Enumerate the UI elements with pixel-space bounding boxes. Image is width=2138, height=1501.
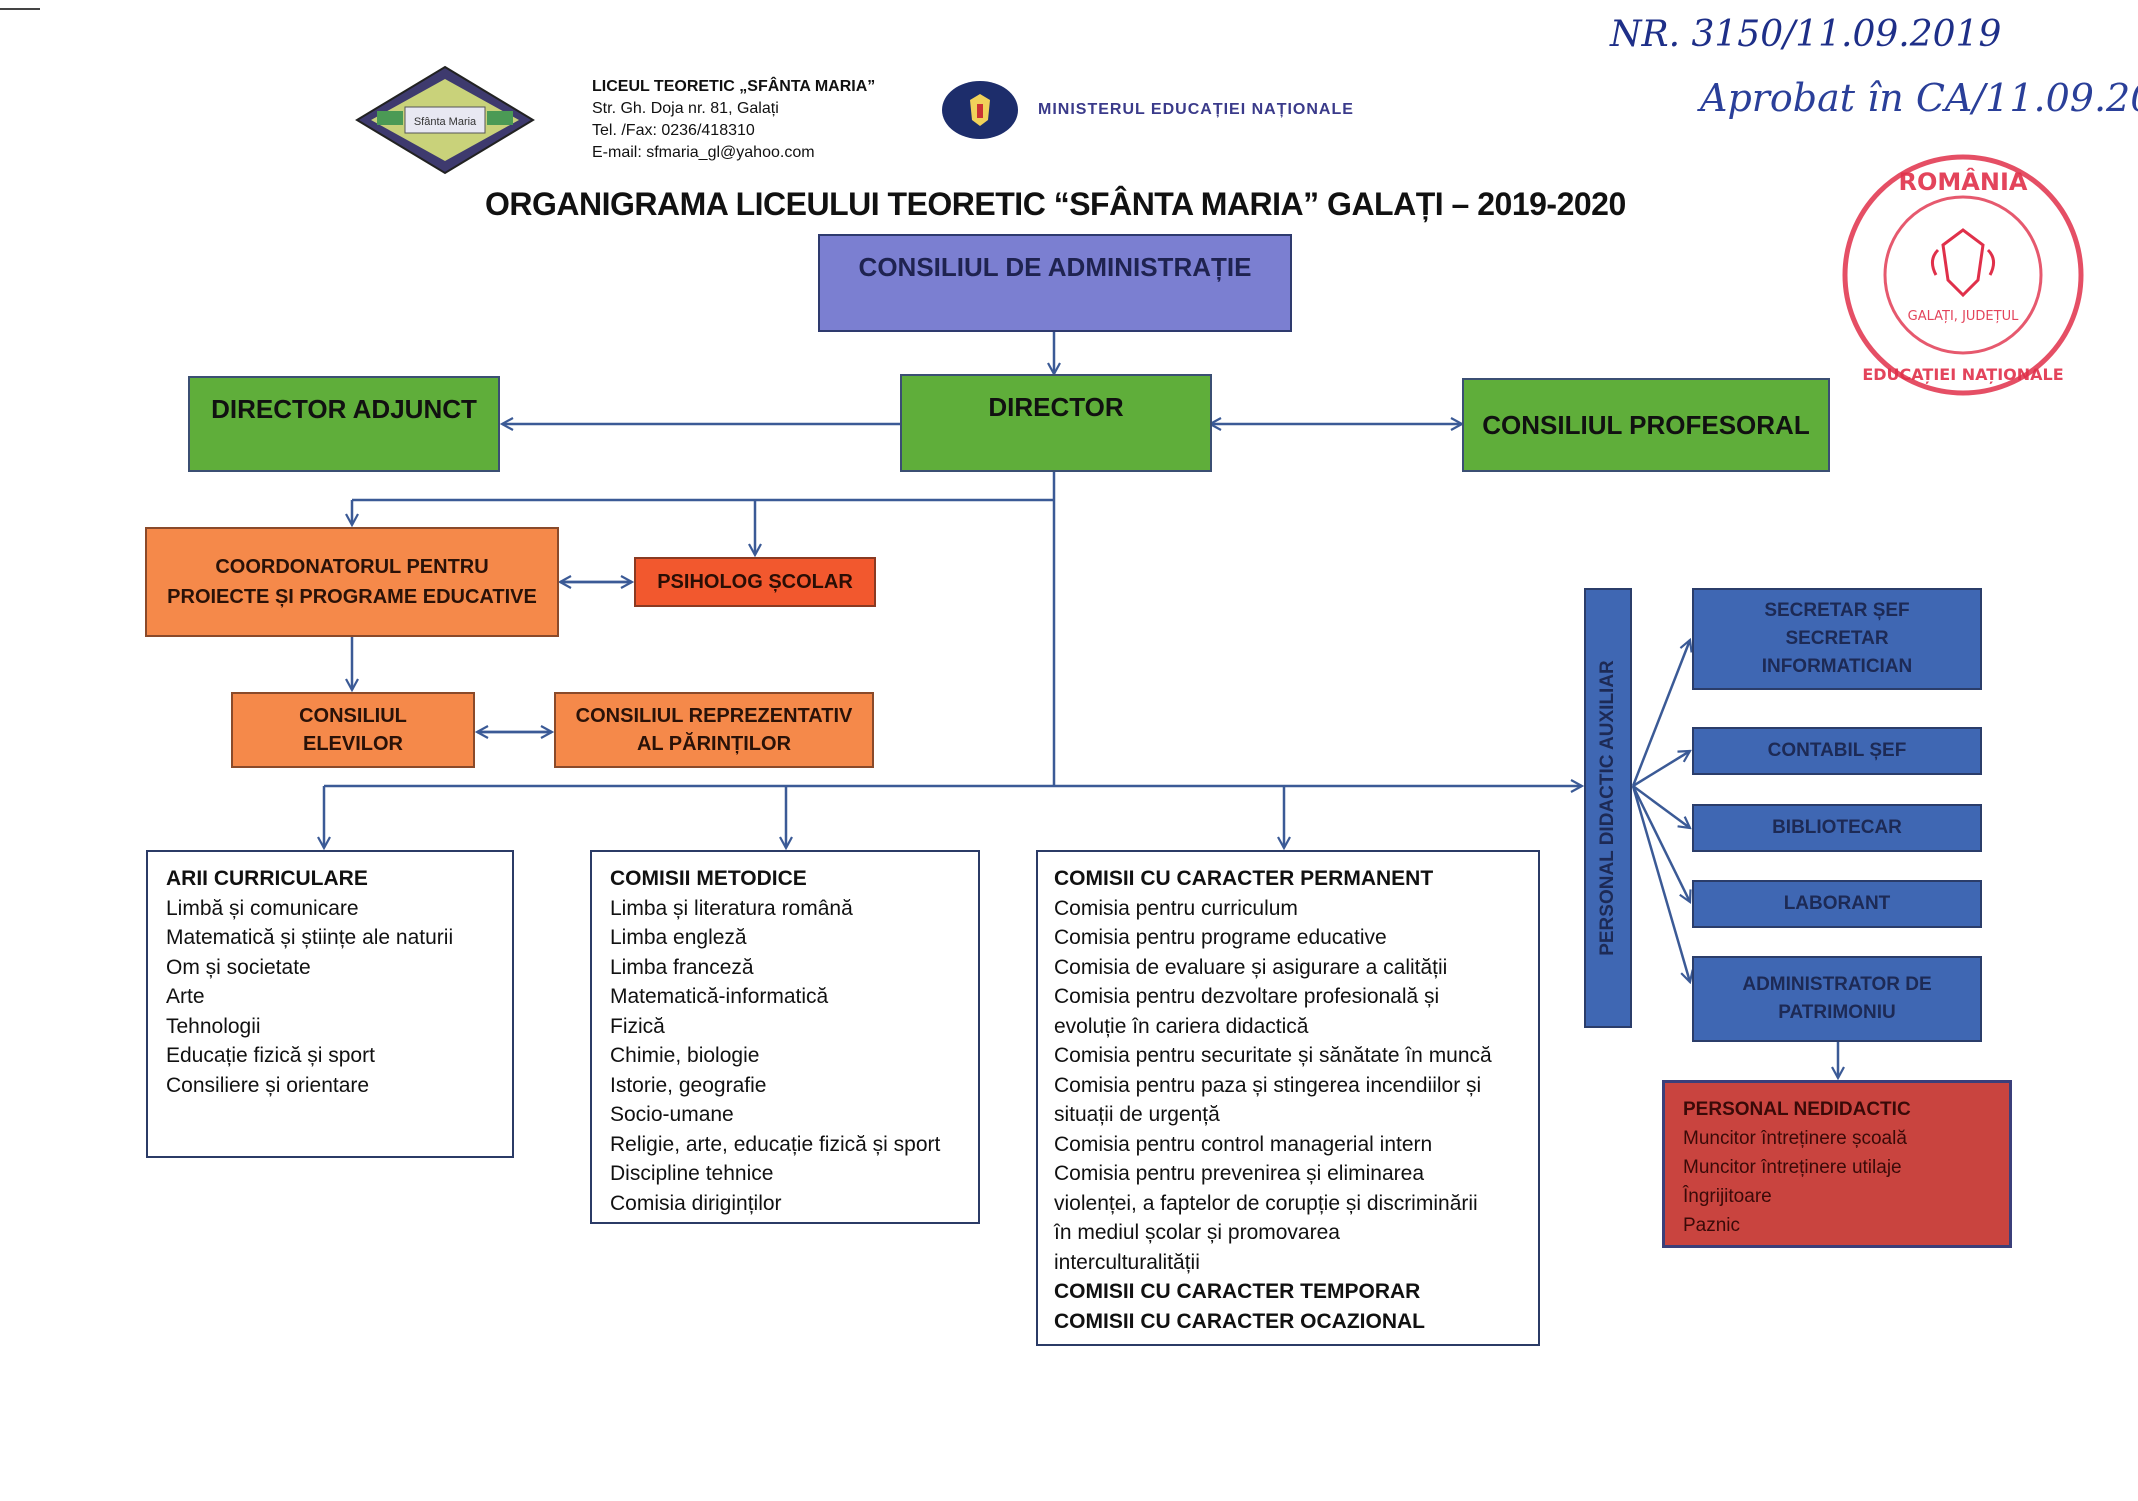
panel-comisii-permanente: COMISII CU CARACTER PERMANENT Comisia pe…	[1036, 850, 1540, 1346]
node-laborant: LABORANT	[1692, 880, 1982, 928]
list-item: situații de urgență	[1054, 1103, 1220, 1126]
registration-number: NR. 3150/11.09.2019	[1610, 14, 2002, 55]
node-label-line1: CONSILIUL REPREZENTATIV	[575, 705, 853, 727]
list-item: în mediul școlar și promovarea	[1054, 1221, 1340, 1244]
list-item: Limba engleză	[610, 926, 747, 949]
node-label-line1: SECRETAR ȘEF	[1764, 600, 1910, 621]
school-email: E-mail: sfmaria_gl@yahoo.com	[592, 144, 815, 161]
list-item: evoluție în cariera didactică	[1054, 1014, 1309, 1038]
list-item: Muncitor întreținere utilaje	[1683, 1157, 1902, 1178]
list-item: Limba franceză	[610, 955, 754, 979]
node-administrator: ADMINISTRATOR DE PATRIMONIU	[1692, 956, 1982, 1042]
list-heading: PERSONAL NEDIDACTIC	[1683, 1099, 1911, 1120]
list-item: Matematică-informatică	[610, 985, 829, 1008]
school-info: LICEUL TEORETIC „SFÂNTA MARIA” Str. Gh. …	[592, 76, 875, 164]
node-label-line2: SECRETAR	[1785, 628, 1889, 649]
node-label: CONTABIL ȘEF	[1767, 740, 1907, 761]
node-label-line1: COORDONATORUL PENTRU	[215, 556, 489, 578]
list-heading: COMISII CU CARACTER PERMANENT	[1054, 867, 1434, 890]
node-label-line1: ADMINISTRATOR DE	[1742, 974, 1932, 995]
list-item: Comisia pentru programe educative	[1054, 926, 1387, 949]
node-label: CONSILIUL PROFESORAL	[1482, 409, 1810, 440]
school-logo: Sfânta Maria	[355, 65, 535, 175]
list-item: Tehnologii	[166, 1014, 261, 1038]
list-item: Discipline tehnice	[610, 1162, 774, 1185]
school-name: LICEUL TEORETIC „SFÂNTA MARIA”	[592, 78, 876, 95]
list-footer: COMISII CU CARACTER TEMPORAR	[1054, 1280, 1421, 1303]
list-item: Consiliere și orientare	[166, 1073, 370, 1097]
list-item: Limba și literatura română	[610, 896, 853, 920]
school-phone: Tel. /Fax: 0236/418310	[592, 122, 755, 139]
node-personal-nedidactic: PERSONAL NEDIDACTIC Muncitor întreținere…	[1662, 1080, 2012, 1248]
node-director: DIRECTOR	[900, 374, 1212, 472]
list-heading: COMISII METODICE	[610, 867, 807, 890]
node-label-line2: AL PĂRINȚILOR	[636, 733, 792, 755]
list-item: Fizică	[610, 1014, 665, 1038]
node-label: BIBLIOTECAR	[1772, 817, 1902, 838]
list-item: Comisia pentru control managerial intern	[1054, 1132, 1433, 1156]
node-consiliul-administratie: CONSILIUL DE ADMINISTRAȚIE	[818, 234, 1292, 332]
panel-comisii-metodice: COMISII METODICE Limba și literatura rom…	[590, 850, 980, 1224]
node-director-adjunct: DIRECTOR ADJUNCT	[188, 376, 500, 472]
node-label-line2: PATRIMONIU	[1778, 1002, 1896, 1023]
svg-text:EDUCAȚIEI NAȚIONALE: EDUCAȚIEI NAȚIONALE	[1862, 365, 2063, 384]
node-consiliul-elevilor: CONSILIUL ELEVILOR	[231, 692, 475, 768]
corner-mark	[0, 8, 40, 10]
list-item: Comisia pentru prevenirea și eliminarea	[1054, 1162, 1425, 1185]
node-label: DIRECTOR	[988, 392, 1124, 422]
ministry-emblem-icon	[940, 80, 1020, 140]
list-item: Îngrijitoare	[1683, 1186, 1772, 1207]
list-item: Om și societate	[166, 955, 311, 979]
list-item: Comisia pentru dezvoltare profesională ș…	[1054, 985, 1440, 1008]
node-personal-auxiliar: PERSONAL DIDACTIC AUXILIAR	[1584, 588, 1632, 1028]
list-item: Paznic	[1683, 1215, 1741, 1236]
node-label-line2: PROIECTE ȘI PROGRAME EDUCATIVE	[167, 586, 537, 608]
list-item: Socio-umane	[610, 1103, 734, 1126]
node-consiliul-parintilor: CONSILIUL REPREZENTATIV AL PĂRINȚILOR	[554, 692, 874, 768]
list-item: Comisia de evaluare și asigurare a calit…	[1054, 955, 1448, 979]
node-secretar: SECRETAR ȘEF SECRETAR INFORMATICIAN	[1692, 588, 1982, 690]
node-bibliotecar: BIBLIOTECAR	[1692, 804, 1982, 852]
svg-text:GALAȚI, JUDEȚUL: GALAȚI, JUDEȚUL	[1908, 309, 2019, 324]
node-label: PERSONAL DIDACTIC AUXILIAR	[1597, 660, 1619, 956]
node-contabil: CONTABIL ȘEF	[1692, 727, 1982, 775]
node-label-line2: ELEVILOR	[302, 733, 403, 755]
page-title: ORGANIGRAMA LICEULUI TEORETIC “SFÂNTA MA…	[485, 186, 1626, 222]
list-item: Muncitor întreținere școală	[1683, 1128, 1907, 1149]
node-label: DIRECTOR ADJUNCT	[211, 394, 477, 424]
list-item: violenței, a faptelor de corupție și dis…	[1054, 1191, 1478, 1215]
node-label: CONSILIUL DE ADMINISTRAȚIE	[858, 252, 1252, 282]
school-address: Str. Gh. Doja nr. 81, Galați	[592, 100, 779, 117]
list-item: Istorie, geografie	[610, 1073, 767, 1097]
list-item: Comisia pentru paza și stingerea incendi…	[1054, 1073, 1482, 1097]
node-psiholog: PSIHOLOG ȘCOLAR	[634, 557, 876, 607]
ministry-name: MINISTERUL EDUCAȚIEI NAȚIONALE	[1038, 101, 1354, 118]
list-item: Comisia pentru curriculum	[1054, 896, 1298, 920]
list-item: Religie, arte, educație fizică și sport	[610, 1132, 941, 1156]
approval-note: Aprobat în CA/11.09.2019	[1700, 76, 2138, 120]
node-label: LABORANT	[1783, 893, 1891, 914]
list-item: Chimie, biologie	[610, 1044, 760, 1067]
node-label-line1: CONSILIUL	[299, 705, 407, 727]
node-label: PSIHOLOG ȘCOLAR	[657, 570, 853, 593]
official-stamp: ROMÂNIA EDUCAȚIEI NAȚIONALE GALAȚI, JUDE…	[1838, 150, 2088, 400]
svg-text:ROMÂNIA: ROMÂNIA	[1899, 167, 2028, 196]
list-item: Arte	[166, 985, 205, 1008]
panel-arii-curriculare: ARII CURRICULARE Limbă și comunicare Mat…	[146, 850, 514, 1158]
node-consiliul-profesoral: CONSILIUL PROFESORAL	[1462, 378, 1830, 472]
list-item: Comisia diriginților	[610, 1191, 782, 1215]
logo-text: Sfânta Maria	[414, 116, 477, 128]
node-coordonator: COORDONATORUL PENTRU PROIECTE ȘI PROGRAM…	[145, 527, 559, 637]
list-item: interculturalității	[1054, 1250, 1200, 1274]
list-footer: COMISII CU CARACTER OCAZIONAL	[1054, 1309, 1425, 1333]
list-item: Comisia pentru securitate și sănătate în…	[1054, 1044, 1492, 1067]
list-item: Matematică și științe ale naturii	[166, 926, 454, 949]
list-item: Educație fizică și sport	[166, 1044, 375, 1067]
list-heading: ARII CURRICULARE	[166, 867, 368, 890]
node-label-line3: INFORMATICIAN	[1761, 656, 1913, 677]
list-item: Limbă și comunicare	[166, 896, 359, 920]
